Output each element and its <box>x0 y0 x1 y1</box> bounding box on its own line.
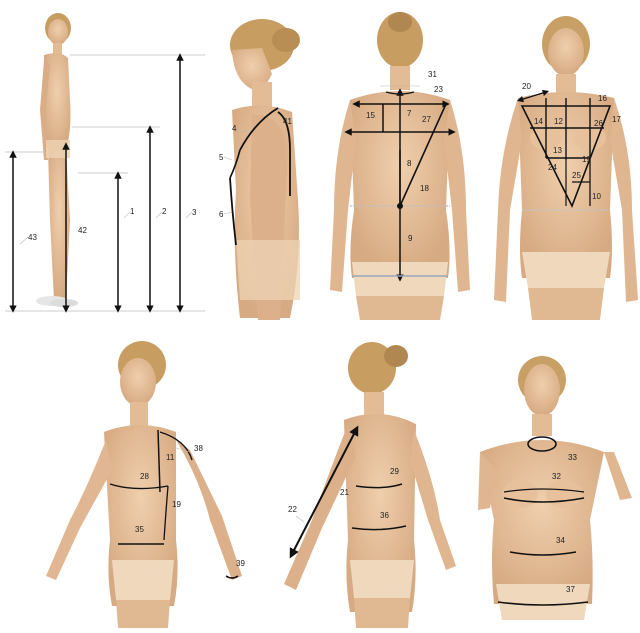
label-19b: 19 <box>172 500 181 509</box>
label-14: 14 <box>534 117 543 126</box>
label-38: 38 <box>194 444 203 453</box>
figure-front-circumferences <box>478 356 632 620</box>
panel-back-arm: 29 21 22 36 <box>284 342 456 628</box>
label-2: 2 <box>162 207 167 216</box>
figure-side-standing <box>36 13 78 307</box>
label-15: 15 <box>366 111 375 120</box>
label-3: 3 <box>192 208 197 217</box>
label-33: 33 <box>568 453 577 462</box>
label-12: 12 <box>554 117 563 126</box>
label-17: 17 <box>612 115 621 124</box>
panel-front-circumferences: 33 32 34 37 <box>478 356 632 620</box>
panel-side-shoulder: 4 41 5 6 <box>219 19 300 320</box>
panel-side-standing: 43 42 1 2 3 <box>5 13 205 311</box>
label-36: 36 <box>380 511 389 520</box>
label-22: 22 <box>288 505 297 514</box>
label-8: 8 <box>407 159 412 168</box>
label-6: 6 <box>219 210 224 219</box>
label-29: 29 <box>390 467 399 476</box>
label-26: 26 <box>594 119 603 128</box>
panel-three-quarter-front: 38 11 28 19 35 39 <box>46 341 245 628</box>
label-4: 4 <box>232 124 237 133</box>
label-41: 41 <box>283 117 292 126</box>
label-28: 28 <box>140 472 149 481</box>
label-5: 5 <box>219 153 224 162</box>
label-39: 39 <box>236 559 245 568</box>
label-13: 13 <box>553 146 562 155</box>
label-7: 7 <box>407 109 412 118</box>
label-23: 23 <box>434 85 443 94</box>
label-43: 43 <box>28 233 37 242</box>
label-20: 20 <box>522 82 531 91</box>
label-42: 42 <box>78 226 87 235</box>
label-32: 32 <box>552 472 561 481</box>
label-25: 25 <box>572 171 581 180</box>
label-24: 24 <box>548 163 557 172</box>
label-21: 21 <box>340 488 349 497</box>
figure-back-arm <box>284 342 456 628</box>
label-27: 27 <box>422 115 431 124</box>
label-9: 9 <box>408 234 413 243</box>
label-1: 1 <box>130 207 135 216</box>
label-16: 16 <box>598 94 607 103</box>
label-18: 18 <box>420 184 429 193</box>
label-10: 10 <box>592 192 601 201</box>
panel-front-torso: 20 16 14 12 26 17 13 24 25 19 10 <box>494 16 638 320</box>
label-35: 35 <box>135 525 144 534</box>
label-19: 19 <box>582 155 591 164</box>
figure-three-quarter-front <box>46 341 242 628</box>
panel-back-torso: 31 23 15 7 27 8 18 9 <box>330 12 470 320</box>
label-31: 31 <box>428 70 437 79</box>
label-37: 37 <box>566 585 575 594</box>
label-34: 34 <box>556 536 565 545</box>
label-11: 11 <box>166 453 175 462</box>
